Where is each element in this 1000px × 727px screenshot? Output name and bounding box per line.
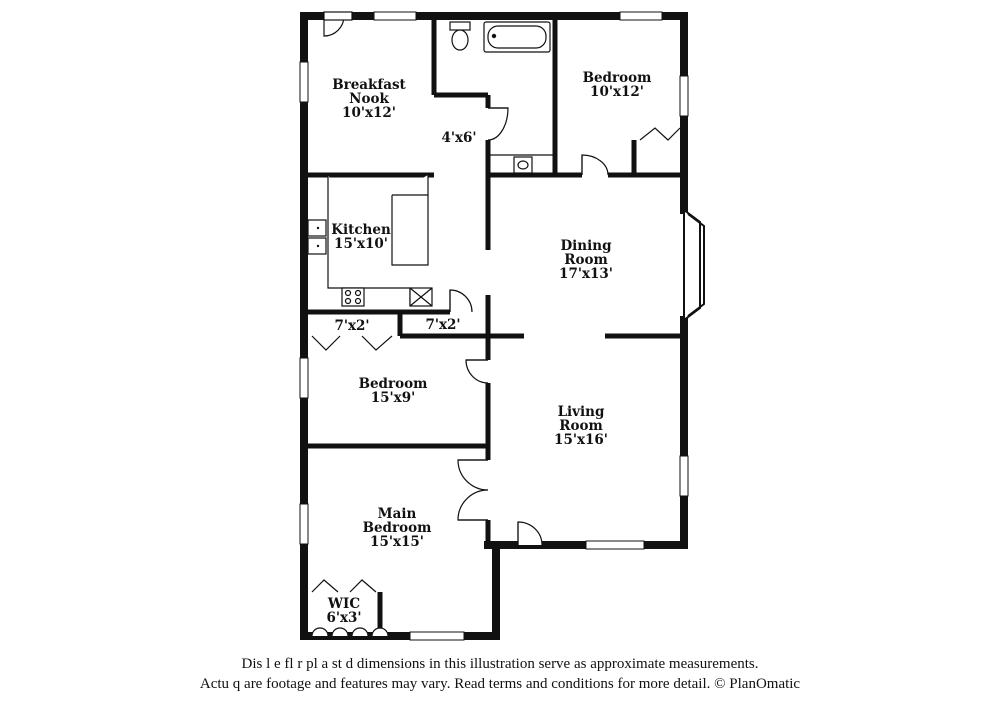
- bathroom-fixtures: [449, 21, 555, 174]
- living-room-dims: 15'x16': [554, 432, 608, 448]
- bedroom-mid-door-icon: [465, 359, 489, 384]
- wic-doors-icon: [311, 579, 339, 593]
- bath-dims: 4'x6': [441, 130, 476, 146]
- bedroom-ne-dims: 10'x12': [590, 84, 644, 100]
- dining-room-dims: 17'x13': [559, 266, 613, 282]
- bath-door-icon: [487, 107, 509, 141]
- main-bedroom-label-2: Bedroom: [363, 520, 432, 536]
- main-bedroom-door-icon: [457, 459, 489, 491]
- doors: [311, 11, 681, 637]
- disclaimer-line-1: Dis l e fl r pl a st d dimensions in thi…: [241, 656, 759, 672]
- windows: [299, 11, 689, 641]
- kitchen-sink-icon: [316, 226, 320, 248]
- wic-dims: 6'x3': [326, 610, 361, 626]
- disclaimer-line-2: Actu q are footage and features may vary…: [199, 676, 801, 692]
- closet-left-doors-icon: [311, 335, 341, 351]
- closet-ne-door-icon: [639, 127, 681, 141]
- closet-right-dims: 7'x2': [425, 317, 460, 333]
- bedroom-mid-dims: 15'x9': [371, 390, 416, 406]
- main-bedroom-dims: 15'x15': [370, 534, 424, 550]
- breakfast-nook-dims: 10'x12': [342, 105, 396, 121]
- kitchen-counters: [307, 175, 433, 307]
- dining-room-label: Dining: [560, 238, 612, 254]
- main-bedroom-label: Main: [378, 506, 417, 522]
- bay-window: [683, 208, 705, 322]
- bedroom-door-icon: [581, 154, 609, 176]
- bedroom-mid-label: Bedroom: [359, 376, 428, 392]
- closet-left-dims: 7'x2': [334, 318, 369, 334]
- kitchen-dims: 15'x10': [334, 236, 388, 252]
- bedroom-ne-label: Bedroom: [583, 70, 652, 86]
- front-door-icon: [517, 521, 543, 546]
- breakfast-nook-label-2: Nook: [349, 91, 389, 107]
- interior-walls: [304, 16, 684, 636]
- room-labels: Breakfast Nook 10'x12' 4'x6' Bedroom 10'…: [326, 70, 651, 626]
- pantry-door-icon: [449, 289, 473, 313]
- kitchen-label: Kitchen: [331, 222, 391, 238]
- living-room-label: Living: [558, 404, 605, 420]
- breakfast-nook-label: Breakfast: [332, 77, 406, 93]
- wic-label: WIC: [327, 596, 360, 612]
- living-room-label-2: Room: [559, 418, 603, 434]
- dining-room-label-2: Room: [564, 252, 608, 268]
- wic-bottom-doors-icon: [311, 627, 389, 637]
